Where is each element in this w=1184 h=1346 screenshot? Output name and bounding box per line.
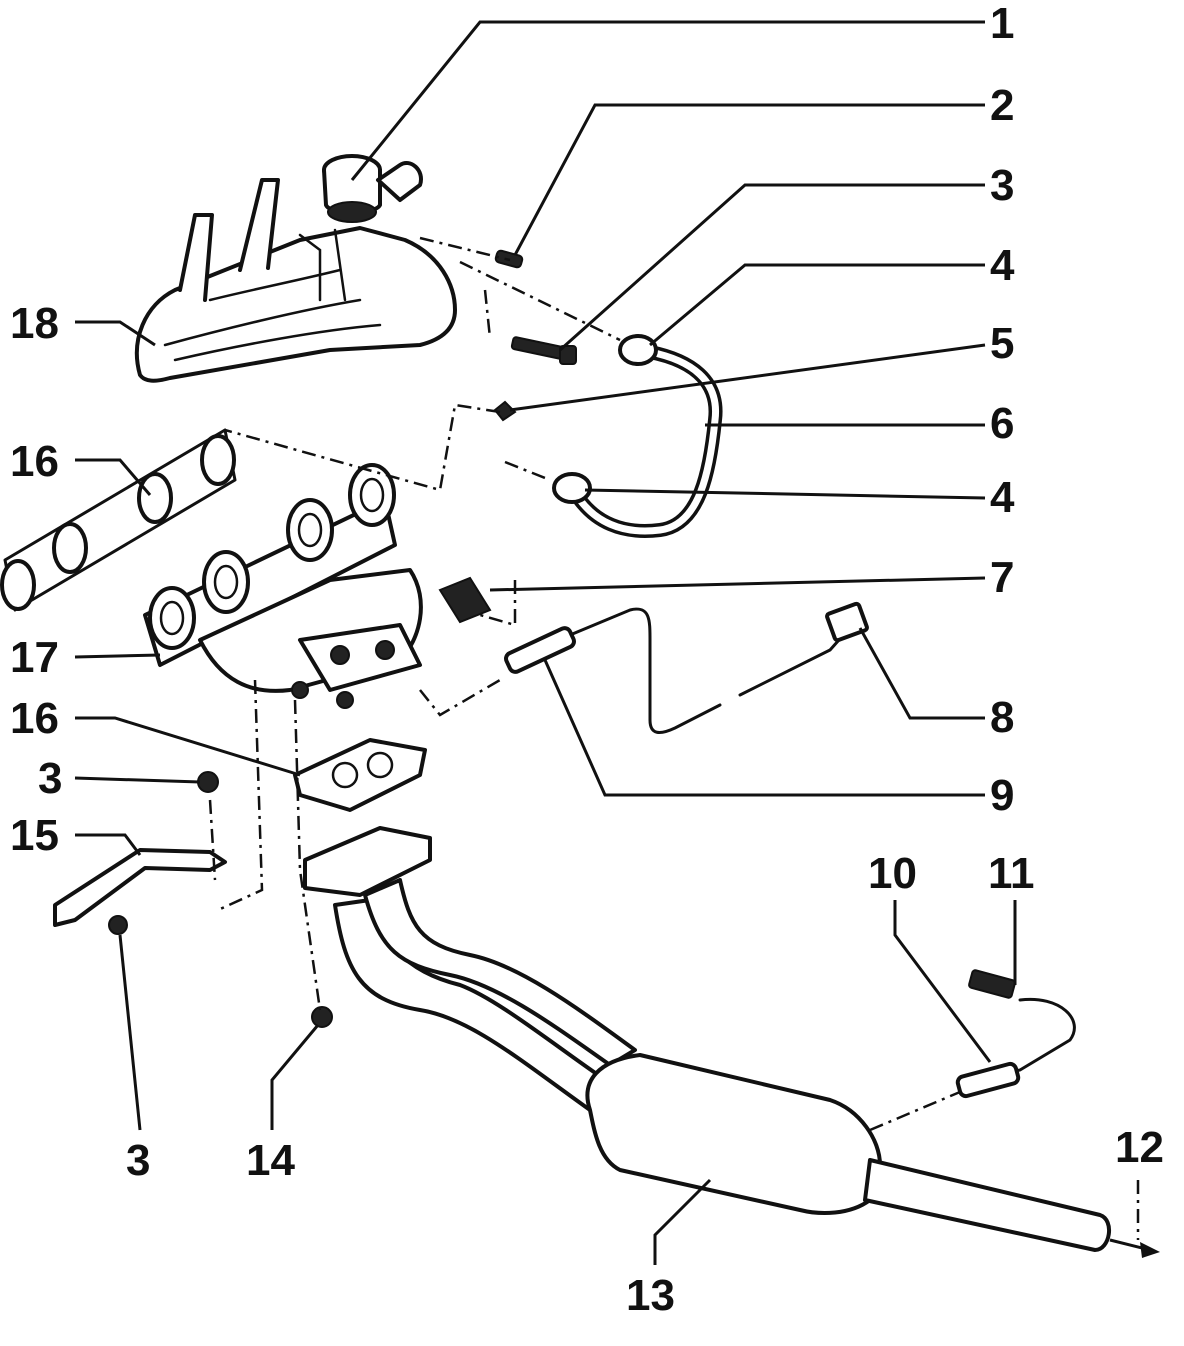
callout-labels: 1 2 3 4 5 6 4 7 8 9 18 16 17 16 3 15 3 1… xyxy=(10,0,1164,1320)
callout-16-top: 16 xyxy=(10,437,59,486)
long-bolt xyxy=(510,336,577,365)
gasket-upper xyxy=(0,428,237,612)
clip xyxy=(493,400,517,422)
direction-arrow-icon xyxy=(1109,1238,1160,1258)
callout-9: 9 xyxy=(990,771,1014,820)
callout-12: 12 xyxy=(1115,1123,1164,1172)
callout-3-left: 3 xyxy=(38,754,62,803)
callout-5: 5 xyxy=(990,319,1014,368)
exhaust-manifold xyxy=(143,463,423,709)
callout-10: 10 xyxy=(868,849,917,898)
catalytic-converter xyxy=(303,826,1111,1252)
callout-8: 8 xyxy=(990,693,1014,742)
rear-oxygen-sensor xyxy=(955,969,1076,1099)
callout-7: 7 xyxy=(990,553,1014,602)
callout-13: 13 xyxy=(626,1271,675,1320)
air-intake-connector xyxy=(322,154,423,223)
stud-plug xyxy=(438,576,492,624)
oxygen-sensor xyxy=(504,601,869,734)
leader-lines xyxy=(74,20,1017,1265)
callout-17: 17 xyxy=(10,633,59,682)
callout-4-bottom: 4 xyxy=(990,473,1015,522)
callout-6: 6 xyxy=(990,399,1014,448)
callout-4-top: 4 xyxy=(990,241,1015,290)
callout-3-top: 3 xyxy=(990,161,1014,210)
callout-14: 14 xyxy=(246,1136,295,1185)
connecting-pipe xyxy=(552,334,723,538)
assembly-lines xyxy=(208,236,1140,1240)
callout-16-bottom: 16 xyxy=(10,694,59,743)
callout-18: 18 xyxy=(10,299,59,348)
heat-shield xyxy=(134,178,457,383)
nut-14 xyxy=(311,1006,333,1028)
support-bracket xyxy=(53,771,227,935)
callout-2: 2 xyxy=(990,81,1014,130)
callout-15: 15 xyxy=(10,811,59,860)
callout-1: 1 xyxy=(990,0,1014,48)
callout-11: 11 xyxy=(988,849,1035,898)
callout-3-bottom: 3 xyxy=(126,1136,150,1185)
gasket-lower xyxy=(293,738,427,812)
